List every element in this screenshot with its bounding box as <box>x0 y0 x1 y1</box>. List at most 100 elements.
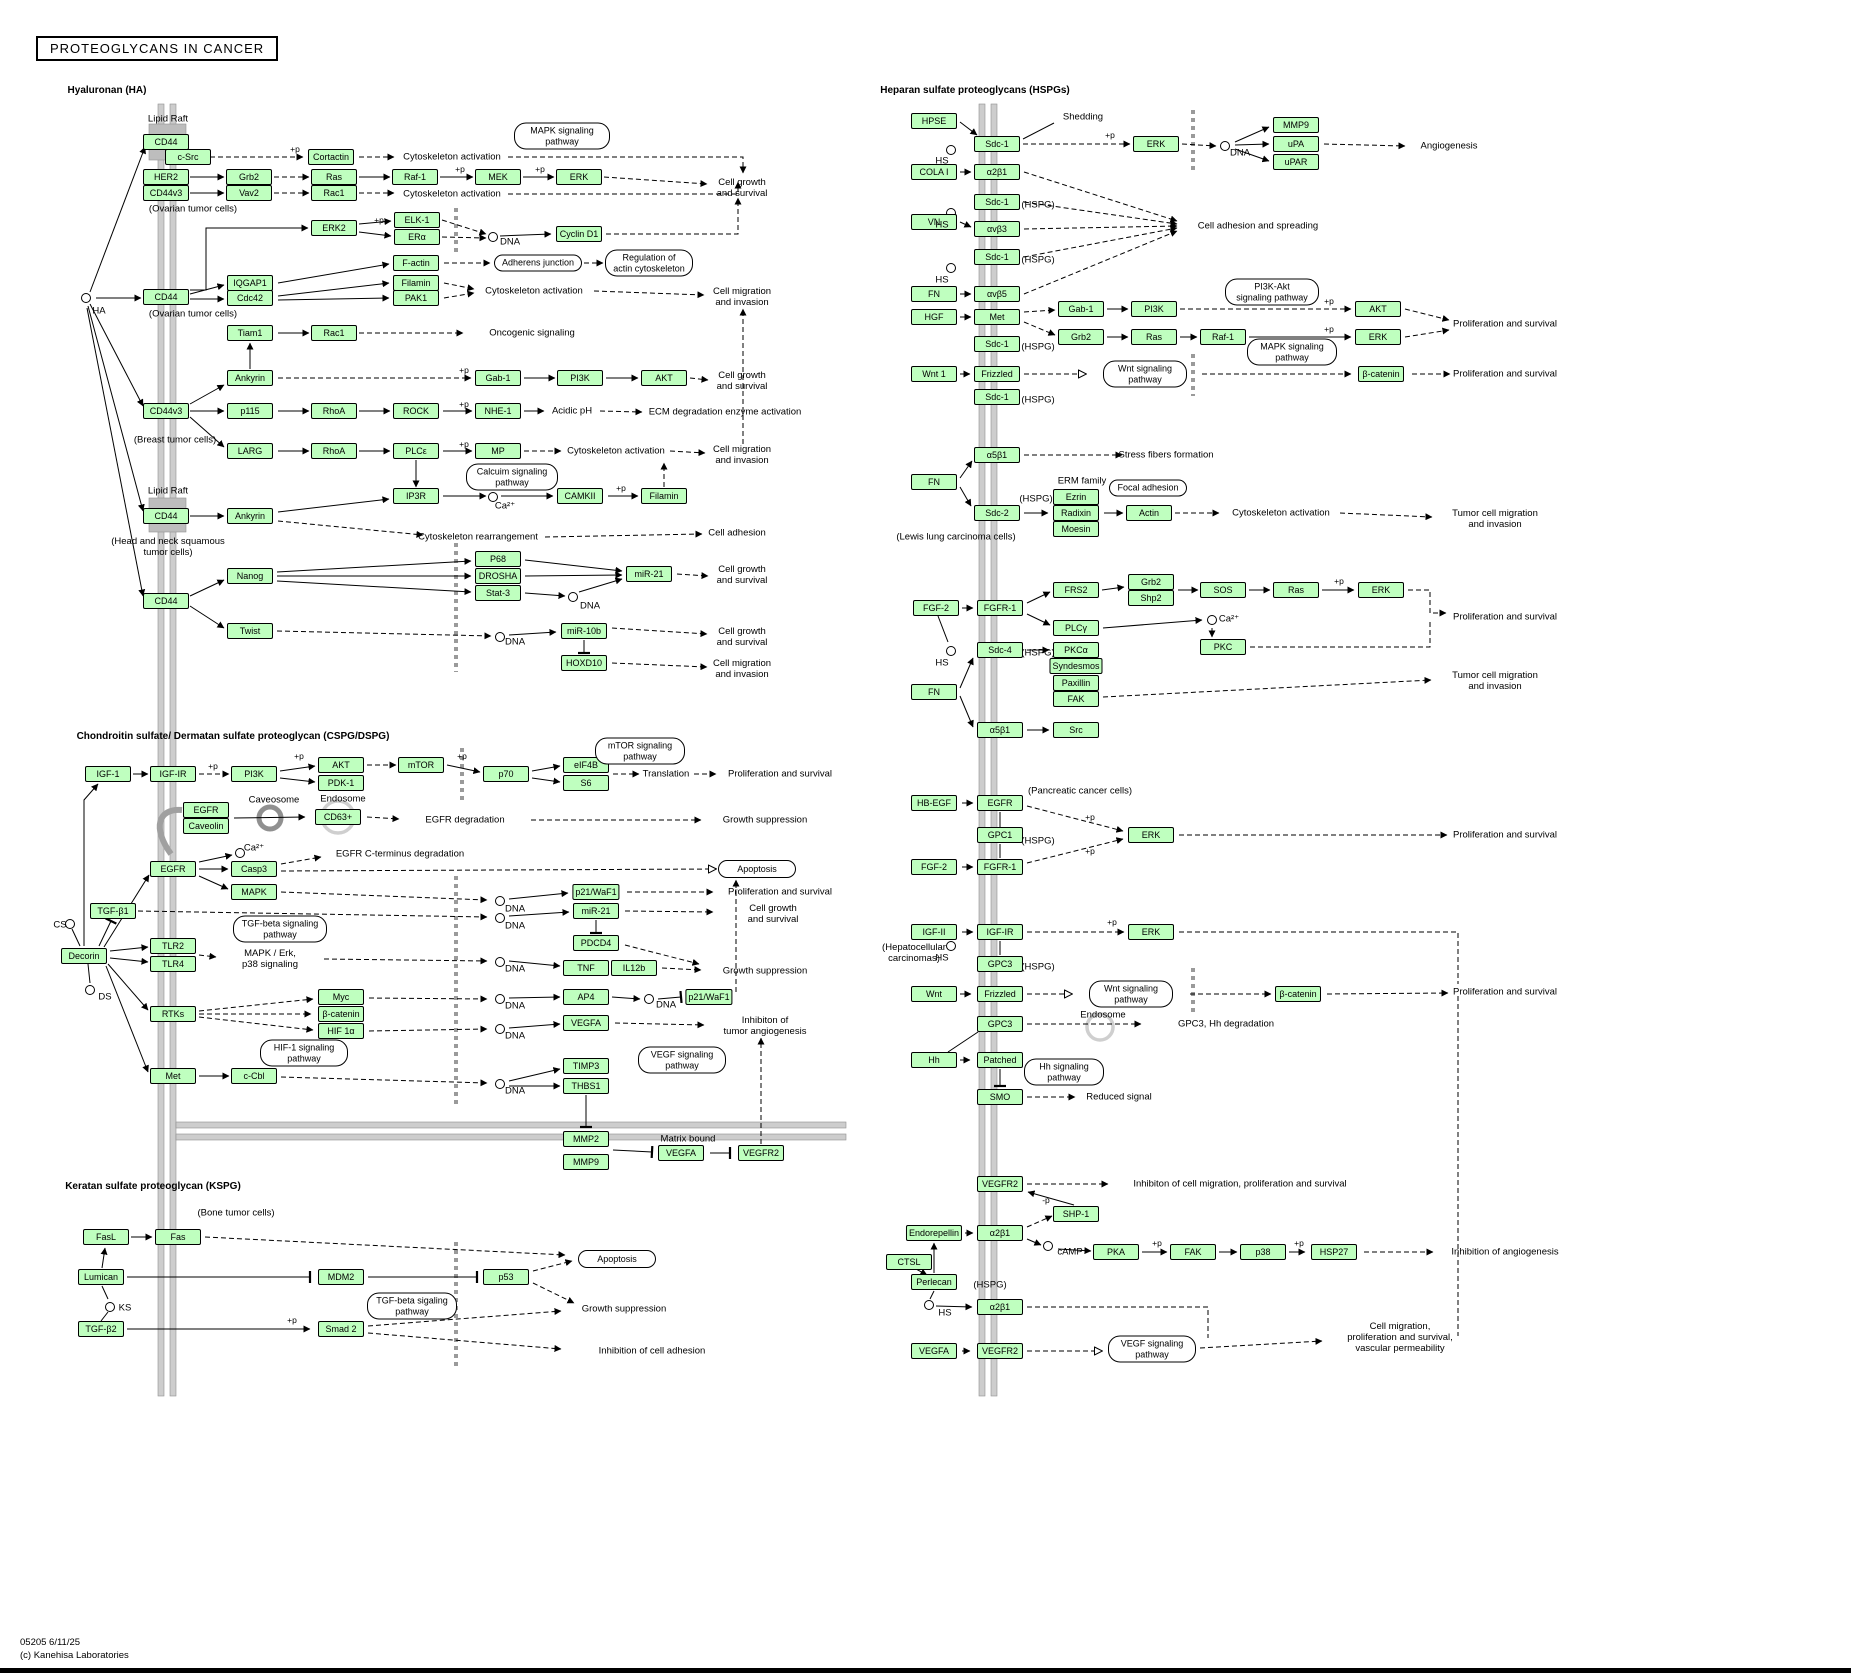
gene-node-gpc1[interactable]: GPC1 <box>977 827 1023 843</box>
gene-node-sdc-1[interactable]: Sdc-1 <box>974 136 1020 152</box>
gene-node-vegfa[interactable]: VEGFA <box>658 1145 704 1161</box>
gene-node-p53[interactable]: p53 <box>483 1269 529 1285</box>
gene-node-egfr[interactable]: EGFR <box>183 802 229 818</box>
gene-node-actin[interactable]: Actin <box>1126 505 1172 521</box>
gene-node-src[interactable]: Src <box>1053 722 1099 738</box>
gene-node-v-5[interactable]: αvβ5 <box>974 286 1020 302</box>
gene-node-ankyrin[interactable]: Ankyrin <box>227 370 273 386</box>
pathway-box-hh-signaling-pathway[interactable]: Hh signaling pathway <box>1024 1058 1104 1086</box>
gene-node-cd44v3[interactable]: CD44v3 <box>143 403 189 419</box>
gene-node-mdm2[interactable]: MDM2 <box>318 1269 364 1285</box>
gene-node-cd44[interactable]: CD44 <box>143 508 189 524</box>
gene-node-rhoa[interactable]: RhoA <box>311 403 357 419</box>
gene-node-cd44[interactable]: CD44 <box>143 593 189 609</box>
gene-node-pi3k[interactable]: PI3K <box>557 370 603 386</box>
gene-node-fasl[interactable]: FasL <box>83 1229 129 1245</box>
gene-node-pdk-1[interactable]: PDK-1 <box>318 775 364 791</box>
gene-node-upar[interactable]: uPAR <box>1273 154 1319 170</box>
gene-node-nanog[interactable]: Nanog <box>227 568 273 584</box>
gene-node-fn[interactable]: FN <box>911 474 957 490</box>
gene-node-mir-21[interactable]: miR-21 <box>626 566 672 582</box>
gene-node-twist[interactable]: Twist <box>227 623 273 639</box>
gene-node-met[interactable]: Met <box>150 1068 196 1084</box>
gene-node-v-3[interactable]: αvβ3 <box>974 221 1020 237</box>
gene-node-filamin[interactable]: Filamin <box>641 488 687 504</box>
gene-node-her2[interactable]: HER2 <box>143 169 189 185</box>
gene-node-mir-10b[interactable]: miR-10b <box>561 623 607 639</box>
gene-node-moesin[interactable]: Moesin <box>1053 521 1099 537</box>
gene-node-mmp2[interactable]: MMP2 <box>563 1131 609 1147</box>
gene-node-ras[interactable]: Ras <box>1273 582 1319 598</box>
gene-node-hsp27[interactable]: HSP27 <box>1311 1244 1357 1260</box>
gene-node-pi3k[interactable]: PI3K <box>1131 301 1177 317</box>
gene-node-erk[interactable]: ERK <box>556 169 602 185</box>
gene-node-fak[interactable]: FAK <box>1053 691 1099 707</box>
gene-node-igf-ir[interactable]: IGF-IR <box>977 924 1023 940</box>
gene-node-cola-i[interactable]: COLA I <box>911 164 957 180</box>
gene-node-rhoa[interactable]: RhoA <box>311 443 357 459</box>
gene-node-tiam1[interactable]: Tiam1 <box>227 325 273 341</box>
gene-node-grb2[interactable]: Grb2 <box>1128 574 1174 590</box>
gene-node-cd44v3[interactable]: CD44v3 <box>143 185 189 201</box>
gene-node-shp-1[interactable]: SHP-1 <box>1053 1206 1099 1222</box>
gene-node-rac1[interactable]: Rac1 <box>311 185 357 201</box>
gene-node-fgfr-1[interactable]: FGFR-1 <box>977 600 1023 616</box>
gene-node-akt[interactable]: AKT <box>318 757 364 773</box>
gene-node-sdc-1[interactable]: Sdc-1 <box>974 389 1020 405</box>
gene-node-vegfr2[interactable]: VEGFR2 <box>977 1343 1023 1359</box>
gene-node-cd63[interactable]: CD63+ <box>315 809 361 825</box>
gene-node-sos[interactable]: SOS <box>1200 582 1246 598</box>
gene-node-erk[interactable]: ERK <box>1355 329 1401 345</box>
gene-node-fn[interactable]: FN <box>911 286 957 302</box>
pathway-box-calcuim-signaling-pathway[interactable]: Calcuim signaling pathway <box>466 463 558 491</box>
gene-node-hgf[interactable]: HGF <box>911 309 957 325</box>
gene-node-p21-waf1[interactable]: p21/WaF1 <box>685 989 733 1005</box>
gene-node-caveolin[interactable]: Caveolin <box>183 818 229 834</box>
gene-node-vn[interactable]: VN <box>911 214 957 230</box>
gene-node-5-1[interactable]: α5β1 <box>974 447 1020 463</box>
gene-node-wnt-1[interactable]: Wnt 1 <box>911 366 957 382</box>
gene-node-hb-egf[interactable]: HB-EGF <box>911 795 957 811</box>
gene-node-tgf-2[interactable]: TGF-β2 <box>78 1321 124 1337</box>
gene-node-cd44[interactable]: CD44 <box>143 289 189 305</box>
pathway-box-vegf-signaling-pathway[interactable]: VEGF signaling pathway <box>1108 1335 1196 1363</box>
gene-node-sdc-2[interactable]: Sdc-2 <box>974 505 1020 521</box>
gene-node-c-cbl[interactable]: c-Cbl <box>231 1068 277 1084</box>
gene-node-cortactin[interactable]: Cortactin <box>308 149 354 165</box>
pathway-box-mapk-signaling-pathway[interactable]: MAPK signaling pathway <box>1247 338 1337 366</box>
gene-node-ankyrin[interactable]: Ankyrin <box>227 508 273 524</box>
gene-node-stat-3[interactable]: Stat-3 <box>475 585 521 601</box>
gene-node-gab-1[interactable]: Gab-1 <box>475 370 521 386</box>
gene-node-hif-1[interactable]: HIF 1α <box>318 1023 364 1039</box>
gene-node-larg[interactable]: LARG <box>227 443 273 459</box>
gene-node-gpc3[interactable]: GPC3 <box>977 956 1023 972</box>
gene-node-c-src[interactable]: c-Src <box>165 149 211 165</box>
gene-node-erk[interactable]: ERK <box>1133 136 1179 152</box>
gene-node-vegfa[interactable]: VEGFA <box>911 1343 957 1359</box>
gene-node-camkii[interactable]: CAMKII <box>557 488 603 504</box>
gene-node-ezrin[interactable]: Ezrin <box>1053 489 1099 505</box>
gene-node-ap4[interactable]: AP4 <box>563 989 609 1005</box>
gene-node-p68[interactable]: P68 <box>475 551 521 567</box>
gene-node-mek[interactable]: MEK <box>475 169 521 185</box>
pathway-box-hif-1-signaling-pathway[interactable]: HIF-1 signaling pathway <box>260 1039 348 1067</box>
gene-node-sdc-1[interactable]: Sdc-1 <box>974 336 1020 352</box>
gene-node-cdc42[interactable]: Cdc42 <box>227 290 273 306</box>
gene-node-rtks[interactable]: RTKs <box>150 1006 196 1022</box>
gene-node-patched[interactable]: Patched <box>977 1052 1023 1068</box>
gene-node-fgf-2[interactable]: FGF-2 <box>913 600 959 616</box>
gene-node-frizzled[interactable]: Frizzled <box>977 986 1023 1002</box>
gene-node-tnf[interactable]: TNF <box>563 960 609 976</box>
pathway-box-regulation-of-actin-cytoskeleton[interactable]: Regulation of actin cytoskeleton <box>605 249 693 277</box>
gene-node-fas[interactable]: Fas <box>155 1229 201 1245</box>
gene-node-mtor[interactable]: mTOR <box>398 757 444 773</box>
gene-node-fak[interactable]: FAK <box>1170 1244 1216 1260</box>
gene-node-shp2[interactable]: Shp2 <box>1128 590 1174 606</box>
pathway-box-apoptosis[interactable]: Apoptosis <box>718 860 796 878</box>
pathway-box-vegf-signaling-pathway[interactable]: VEGF signaling pathway <box>638 1046 726 1074</box>
gene-node-radixin[interactable]: Radixin <box>1053 505 1099 521</box>
gene-node-grb2[interactable]: Grb2 <box>226 169 272 185</box>
gene-node-smad-2[interactable]: Smad 2 <box>318 1321 364 1337</box>
gene-node-fgfr-1[interactable]: FGFR-1 <box>977 859 1023 875</box>
gene-node-drosha[interactable]: DROSHA <box>475 568 521 584</box>
